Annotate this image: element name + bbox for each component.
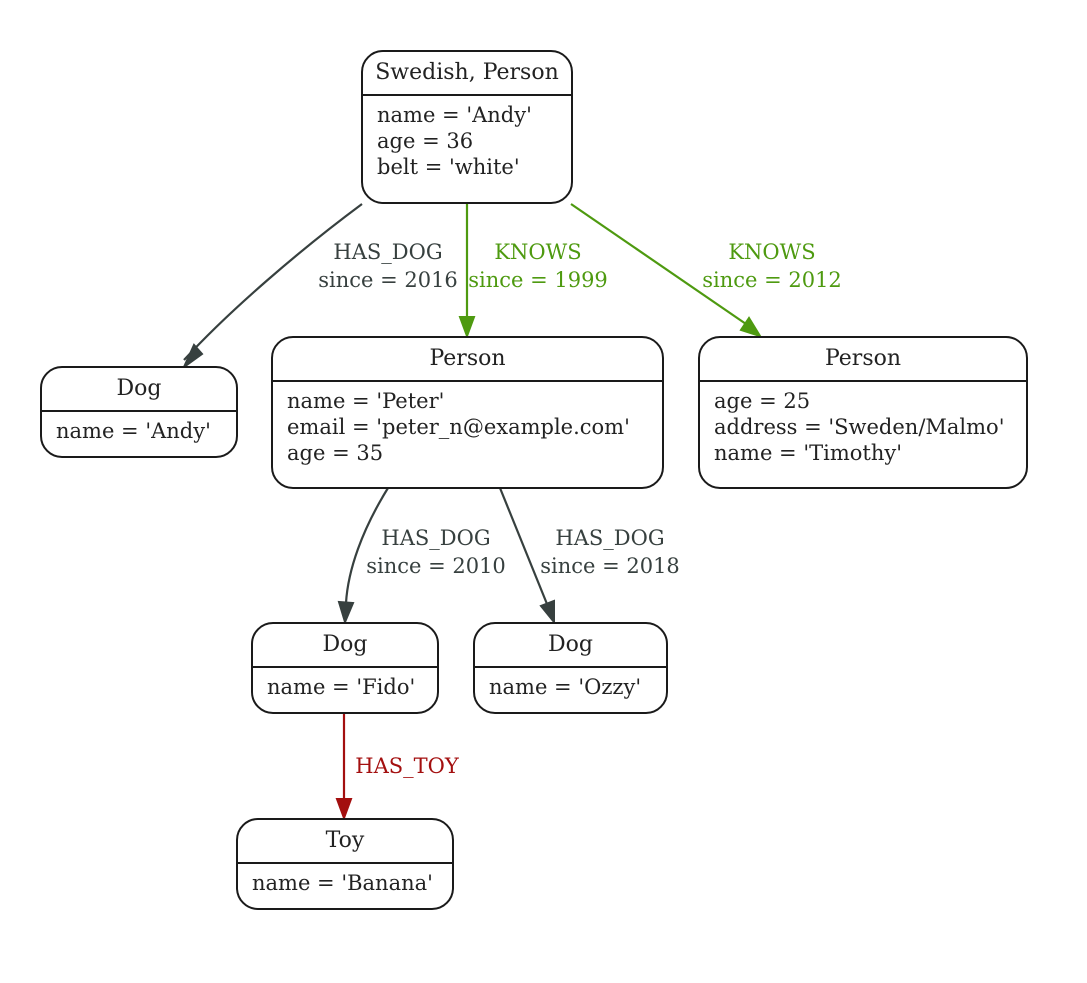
node-properties: age = 25 address = 'Sweden/Malmo' name =… [700, 382, 1026, 474]
node-timothy-person[interactable]: Person age = 25 address = 'Sweden/Malmo'… [698, 336, 1028, 489]
edge-type: HAS_TOY [355, 754, 459, 778]
node-properties: name = 'Fido' [253, 668, 437, 708]
arrowhead-andy-knows-timothy [739, 316, 763, 338]
node-property: name = 'Ozzy' [489, 675, 642, 699]
arrowhead-fido-has-toy [335, 798, 353, 821]
node-properties: name = 'Banana' [238, 864, 452, 904]
node-property: age = 25 [714, 389, 811, 413]
edge-type: HAS_DOG [555, 526, 665, 550]
node-property: age = 36 [377, 129, 474, 153]
node-toy-banana[interactable]: Toy name = 'Banana' [236, 818, 454, 910]
node-dog-fido[interactable]: Dog name = 'Fido' [251, 622, 439, 714]
node-properties: name = 'Peter' email = 'peter_n@example.… [273, 382, 662, 474]
edge-property: since = 2012 [702, 268, 842, 292]
node-property: name = 'Fido' [267, 675, 416, 699]
node-dog-ozzy[interactable]: Dog name = 'Ozzy' [473, 622, 668, 714]
node-label: Person [273, 338, 662, 382]
node-label: Toy [238, 820, 452, 864]
arrowhead-peter-has-dog-ozzy [539, 599, 555, 625]
node-label: Person [700, 338, 1026, 382]
node-property: age = 35 [287, 441, 384, 465]
edge-property: since = 1999 [468, 268, 608, 292]
edge-label-andy-has-dog: HAS_DOG since = 2016 [318, 238, 458, 294]
edge-label-peter-has-dog-ozzy: HAS_DOG since = 2018 [540, 524, 680, 580]
node-property: name = 'Andy' [56, 419, 211, 443]
edge-type: HAS_DOG [333, 240, 443, 264]
edge-property: since = 2010 [366, 554, 506, 578]
edge-type: KNOWS [494, 240, 582, 264]
node-label: Dog [42, 368, 236, 412]
node-label: Swedish, Person [363, 52, 571, 96]
node-label: Dog [253, 624, 437, 668]
edge-label-peter-has-dog-fido: HAS_DOG since = 2010 [366, 524, 506, 580]
node-peter-person[interactable]: Person name = 'Peter' email = 'peter_n@e… [271, 336, 664, 489]
node-properties: name = 'Andy' [42, 412, 236, 452]
node-properties: name = 'Andy' age = 36 belt = 'white' [363, 96, 571, 188]
edge-label-andy-knows-peter: KNOWS since = 1999 [468, 238, 608, 294]
node-property: name = 'Banana' [252, 871, 433, 895]
edge-property: since = 2018 [540, 554, 680, 578]
edge-andy-has-dog [183, 203, 363, 361]
node-property: name = 'Andy' [377, 103, 532, 127]
edge-andy-knows-timothy [570, 203, 747, 325]
node-property: name = 'Timothy' [714, 441, 902, 465]
node-property: address = 'Sweden/Malmo' [714, 415, 1005, 439]
node-andy-person[interactable]: Swedish, Person name = 'Andy' age = 36 b… [361, 50, 573, 204]
node-property: email = 'peter_n@example.com' [287, 415, 630, 439]
node-property: name = 'Peter' [287, 389, 445, 413]
edge-peter-has-dog-ozzy [498, 487, 549, 605]
arrowhead-andy-knows-peter [458, 316, 476, 339]
arrowhead-peter-has-dog-fido [337, 600, 355, 625]
edge-type: KNOWS [728, 240, 816, 264]
edge-property: since = 2016 [318, 268, 458, 292]
edge-label-fido-has-toy: HAS_TOY [355, 752, 458, 780]
node-label: Dog [475, 624, 666, 668]
edge-peter-has-dog-fido [344, 487, 389, 604]
edge-label-andy-knows-timothy: KNOWS since = 2012 [702, 238, 842, 294]
node-property: belt = 'white' [377, 155, 520, 179]
node-properties: name = 'Ozzy' [475, 668, 666, 708]
arrowhead-andy-has-dog [181, 343, 204, 371]
edge-type: HAS_DOG [381, 526, 491, 550]
node-dog-andy[interactable]: Dog name = 'Andy' [40, 366, 238, 458]
